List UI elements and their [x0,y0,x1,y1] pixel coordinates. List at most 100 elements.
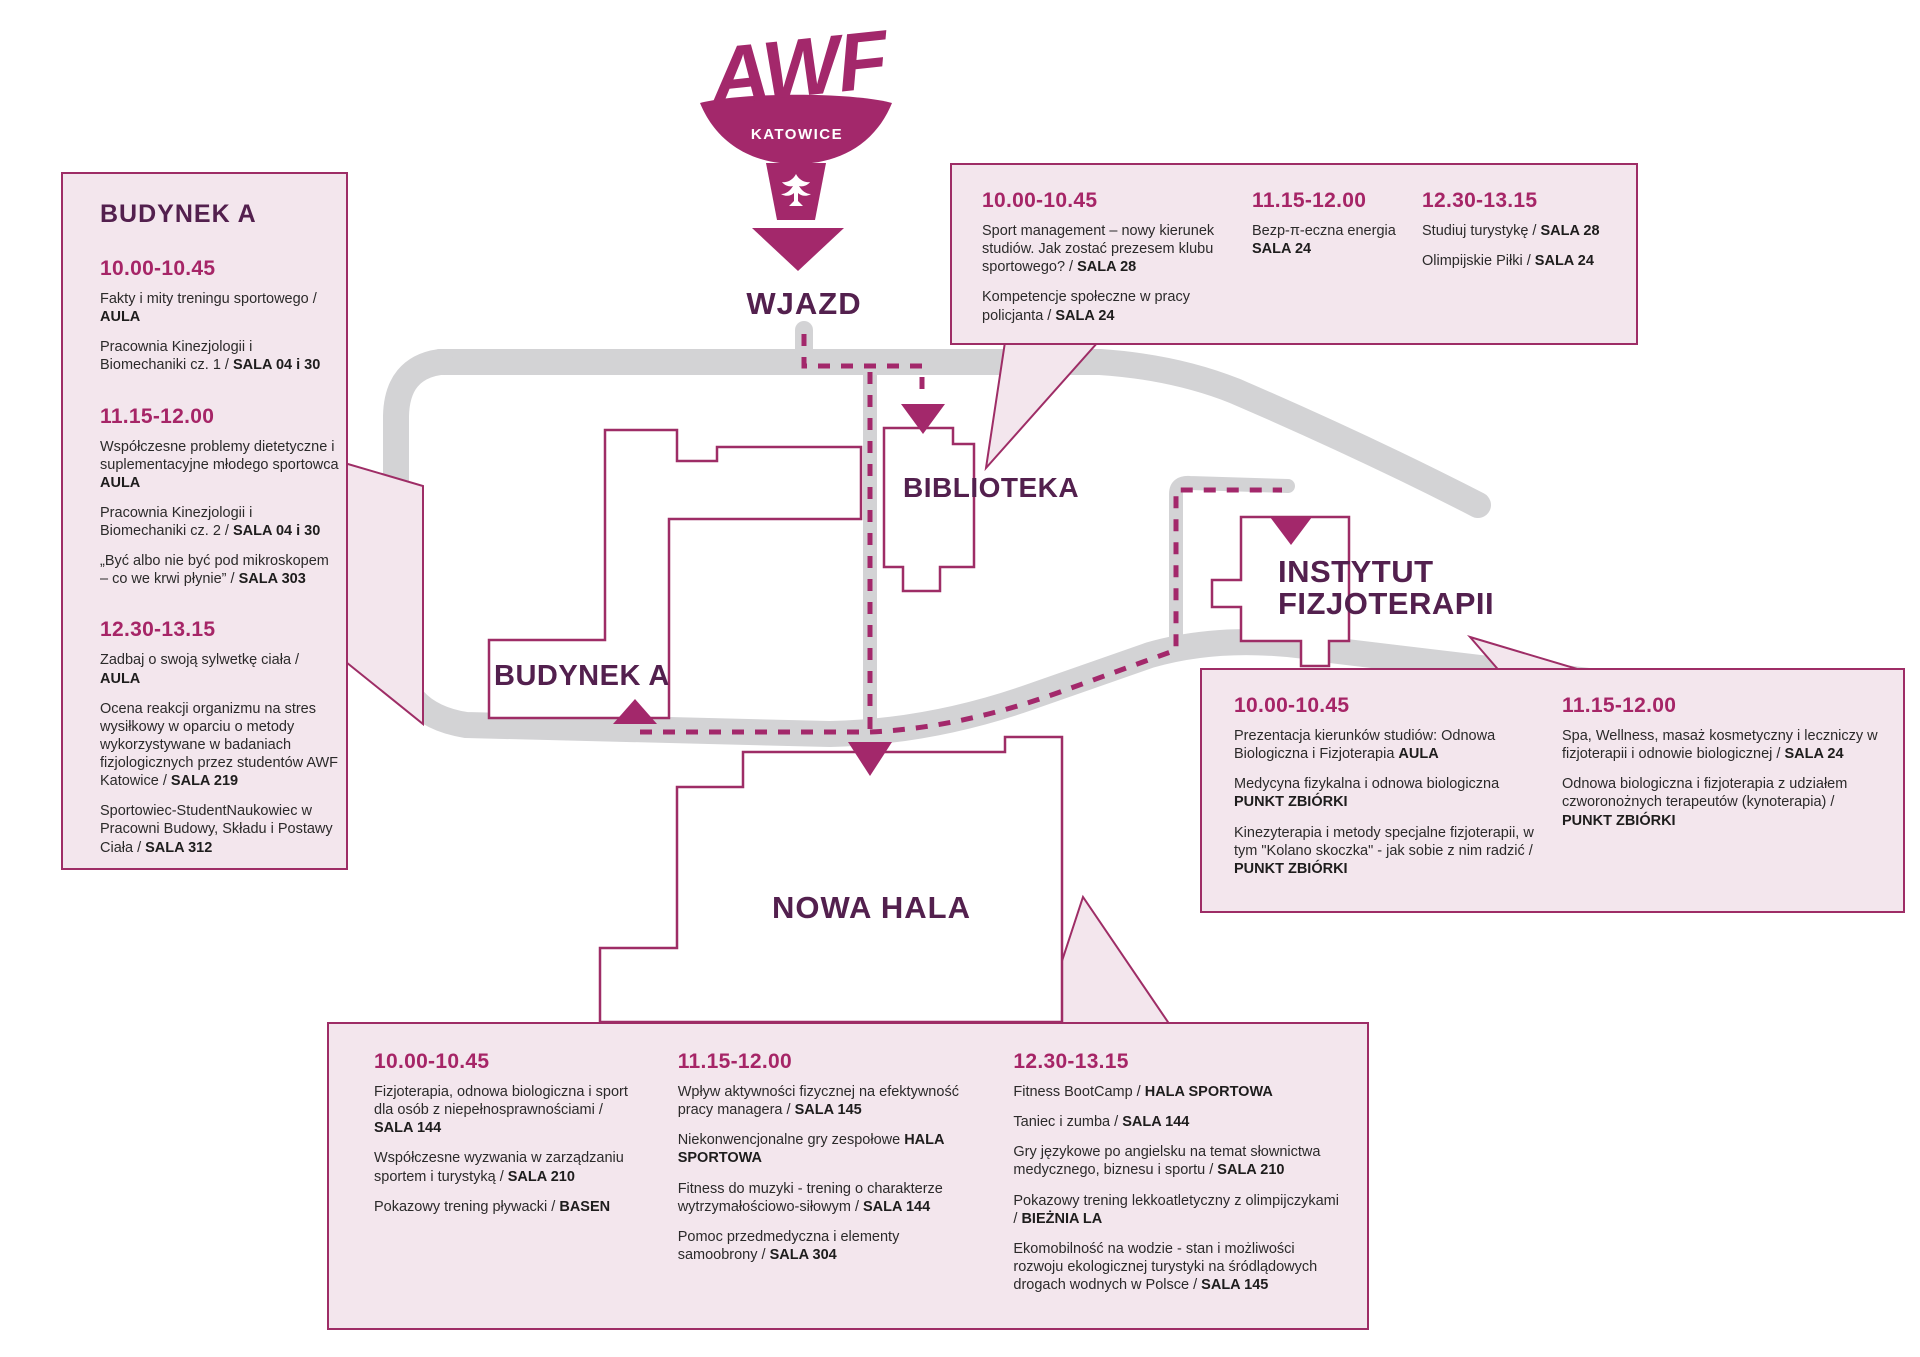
event-item: Odnowa biologiczna i fizjoterapia z udzi… [1562,775,1882,829]
event-text: Wpływ aktywności fizycznej na efektywnoś… [677,1084,959,1119]
event-location: AULA [1398,746,1439,763]
event-item: Olimpijskie Piłki / SALA 24 [1422,252,1612,270]
event-item: Pracownia Kinezjologii i Biomechaniki cz… [100,504,340,540]
event-text: Spa, Wellness, masaż kosmetyczny i leczn… [1562,728,1878,763]
event-item: Ekomobilność na wodzie - stan i możliwoś… [1013,1240,1343,1294]
event-text: Gry językowe po angielsku na temat słown… [1013,1144,1321,1179]
callout-tails [340,341,1595,1029]
panel-title: BUDYNEK A [100,200,257,228]
time-heading: 10.00-10.45 [982,189,1098,212]
tail-budynek-a-panel [340,460,424,727]
eagle-icon [781,174,811,206]
event-location: AULA [100,670,141,687]
event-text: Pokazowy trening lekkoatletyczny z olimp… [1013,1192,1339,1227]
event-location: AULA [100,309,141,326]
event-location: SALA 28 [1077,259,1137,276]
event-item: Pomoc przedmedyczna i elementy samoobron… [678,1228,978,1264]
arrow-budynek-a-icon [613,699,657,724]
building-nowa-hala [598,735,1064,1024]
route-arrows [613,404,1312,776]
event-text: Niekonwencjonalne gry zespołowe [677,1132,905,1149]
event-location: SALA 303 [238,571,306,588]
arrow-biblioteka-icon [901,404,945,434]
event-text: Olimpijskie Piłki / [1422,253,1535,270]
time-heading: 10.00-10.45 [100,257,216,280]
event-item: Sportowiec-StudentNaukowiec w Pracowni B… [100,802,340,856]
building-label-instytut-line1: INSTYTUT [1278,554,1434,589]
event-location: PUNKT ZBIÓRKI [1234,794,1348,811]
awf-logo [700,94,892,271]
event-location: SALA 24 [1534,253,1594,270]
event-text: Bezp-π-eczna energia [1252,223,1396,239]
event-text: Pokazowy trening pływacki / [374,1198,560,1215]
event-location: SALA 304 [769,1246,837,1263]
event-text: Fitness do muzyki - trening o charakterz… [677,1180,943,1215]
event-item: Fakty i mity treningu sportowego / AULA [100,290,340,326]
time-heading: 12.30-13.15 [1422,189,1538,212]
event-item: Spa, Wellness, masaż kosmetyczny i leczn… [1562,727,1882,763]
event-text: Ekomobilność na wodzie - stan i możliwoś… [1013,1240,1318,1293]
building-label-instytut-line2: FIZJOTERAPII [1278,586,1495,622]
event-item: Medycyna fizykalna i odnowa biologiczna … [1234,775,1534,811]
event-location: AULA [100,474,141,491]
event-item: Kinezyterapia i metody specjalne fizjote… [1234,824,1534,878]
event-item: Wpływ aktywności fizycznej na efektywnoś… [678,1083,978,1119]
entrance-arrow-icon [752,228,844,271]
event-location: BASEN [559,1198,611,1215]
event-text: Fizjoterapia, odnowa biologiczna i sport… [374,1084,628,1119]
event-text: Prezentacja kierunków studiów: Odnowa Bi… [1234,728,1496,763]
walkway-instytut [1169,475,1295,659]
event-location: SALA 210 [507,1168,575,1185]
event-text: Studiuj turystykę / [1422,223,1541,239]
event-text: Współczesne wyzwania w zarządzaniu sport… [374,1150,624,1185]
event-location: SALA 144 [1122,1114,1190,1131]
event-item: Sport management – nowy kierunek studiów… [982,222,1232,276]
event-item: Pokazowy trening lekkoatletyczny z olimp… [1013,1192,1343,1228]
event-location: SALA 312 [145,839,213,856]
event-location: SALA 145 [794,1102,862,1119]
event-item: Fizjoterapia, odnowa biologiczna i sport… [374,1083,642,1137]
event-item: Fitness do muzyki - trening o charakterz… [678,1180,978,1216]
event-item: Fitness BootCamp / HALA SPORTOWA [1013,1083,1343,1101]
event-text: Sportowiec-StudentNaukowiec w Pracowni B… [100,803,333,856]
building-label-biblioteka: BIBLIOTEKA [903,472,1080,503]
event-item: Prezentacja kierunków studiów: Odnowa Bi… [1234,727,1534,763]
event-text: Sport management – nowy kierunek studiów… [982,223,1215,276]
time-heading: 11.15-12.00 [677,1050,792,1073]
event-location: SALA 219 [170,773,239,790]
event-text: Kinezyterapia i metody specjalne fizjote… [1234,824,1534,859]
building-biblioteka [882,426,976,593]
building-label-instytut: INSTYTUT FIZJOTERAPII [1278,554,1495,622]
event-item: Studiuj turystykę / SALA 28 [1422,222,1612,240]
building-instytut [1210,515,1351,668]
event-location: SALA 144 [374,1120,442,1137]
event-text: Zadbaj o swoją sylwetkę ciała / [100,652,300,669]
event-text: Pracownia Kinezjologii i Biomechaniki cz… [100,339,253,374]
event-location: PUNKT ZBIÓRKI [1234,860,1348,877]
event-text: Pracownia Kinezjologii i Biomechaniki cz… [100,504,253,539]
event-text: „Być albo nie być pod mikroskopem – co w… [100,553,329,588]
route-bottom-instytut [640,487,1282,735]
awf-logo-letters: AWF [705,14,891,123]
event-location: SALA 144 [863,1198,931,1215]
event-item: Bezp-π-eczna energia SALA 24 [1252,222,1402,258]
route-dashed [640,334,1282,738]
